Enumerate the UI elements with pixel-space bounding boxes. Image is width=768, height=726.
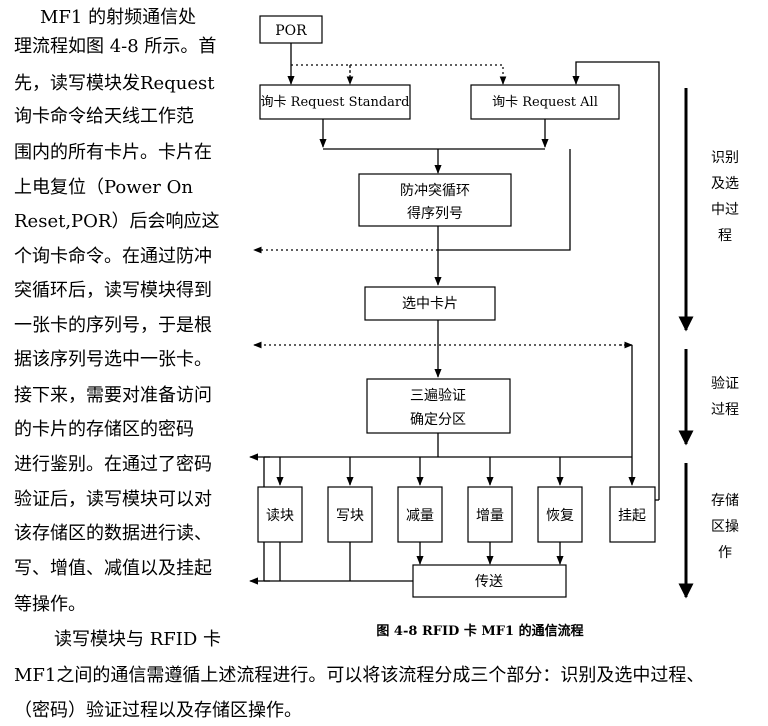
op-halt-box [609, 486, 656, 543]
paragraph-line: 询卡命令给天线工作范 [14, 106, 194, 127]
svg-text:识别: 识别 [711, 150, 739, 166]
paragraph-line: 等操作。 [14, 594, 86, 615]
por-box [259, 15, 323, 44]
op-restore-label: 恢复 [546, 507, 574, 524]
request-standard-label: 询卡 Request Standard [261, 95, 410, 110]
paragraph-line: 突循环后，读写模块得到 [14, 280, 212, 301]
paragraph-line: 据该序列号选中一张卡。 [14, 349, 212, 370]
paragraph-line: MF1之间的通信需遵循上述流程进行。可以将该流程分成三个部分：识别及选中过程、 [14, 665, 705, 686]
anticollision-label-2: 得序列号 [407, 205, 463, 222]
svg-text:及选: 及选 [711, 176, 739, 192]
anticollision-box [358, 173, 512, 227]
svg-text:程: 程 [718, 228, 732, 244]
paragraph-line: 个询卡命令。在通过防冲 [14, 246, 212, 267]
auth-label-1: 三遍验证 [410, 388, 466, 404]
figure-caption: 图 4-8 RFID 卡 MF1 的通信流程 [376, 623, 583, 639]
stage-identify-label: 识别 及选 中过 程 [711, 150, 739, 244]
paragraph-line: 的卡片的存储区的密码 [14, 419, 194, 440]
op-halt-label: 挂起 [618, 508, 646, 524]
stage-verify-label: 验证 过程 [711, 376, 739, 418]
op-decrement-label: 减量 [406, 508, 434, 524]
request-all-box [470, 84, 620, 120]
paragraph-line: 一张卡的序列号，于是根 [14, 315, 212, 336]
svg-text:验证: 验证 [711, 376, 739, 392]
op-read-label: 读块 [266, 507, 294, 524]
op-restore-box [537, 486, 583, 543]
select-box [364, 286, 496, 321]
paragraph-line: 接下来，需要对准备访问 [14, 385, 212, 406]
flow-line [438, 149, 571, 251]
paragraph-line: MF1 的射频通信处 [40, 7, 197, 28]
paragraph-line: Reset,POR）后会响应这 [14, 211, 220, 232]
paragraph-line: （密码）验证过程以及存储区操作。 [14, 700, 302, 721]
paragraph-line: 进行鉴别。在通过了密码 [14, 454, 212, 475]
flow-dotted [350, 64, 507, 85]
transfer-label: 传送 [475, 574, 503, 590]
flow-dotted [291, 64, 351, 84]
svg-text:作: 作 [718, 545, 732, 561]
request-standard-box [259, 84, 411, 120]
op-read-box [257, 486, 303, 543]
op-increment-box [467, 486, 513, 543]
svg-text:存储: 存储 [711, 493, 739, 509]
paragraph-line: 先，读写模块发Request [14, 73, 215, 94]
svg-text:中过: 中过 [711, 202, 739, 218]
anticollision-label-1: 防冲突循环 [400, 183, 470, 199]
paragraph-line: 围内的所有卡片。卡片在 [14, 142, 212, 163]
svg-text:过程: 过程 [711, 402, 739, 418]
paragraph-line: 该存储区的数据进行读、 [14, 523, 212, 544]
paragraph-line: 验证后，读写模块可以对 [14, 489, 212, 510]
auth-label-2: 确定分区 [410, 412, 466, 428]
op-decrement-box [397, 486, 443, 543]
request-all-label: 询卡 Request All [492, 95, 598, 110]
paragraph-line: 写、增值、减值以及挂起 [14, 558, 212, 579]
transfer-box [412, 564, 567, 598]
paragraph-line: 上电复位（Power On [14, 177, 193, 198]
stage-storage-label: 存储 区操 作 [711, 493, 739, 561]
paragraph-line: 理流程如图 4-8 所示。首 [14, 36, 217, 57]
auth-box [366, 378, 511, 434]
op-write-label: 写块 [336, 508, 364, 524]
op-increment-label: 增量 [476, 508, 504, 524]
paragraph-line: 读写模块与 RFID 卡 [54, 629, 222, 650]
svg-text:区操: 区操 [711, 519, 739, 535]
por-label: POR [275, 23, 307, 39]
flow-arrow [572, 61, 660, 500]
select-label: 选中卡片 [402, 296, 458, 312]
